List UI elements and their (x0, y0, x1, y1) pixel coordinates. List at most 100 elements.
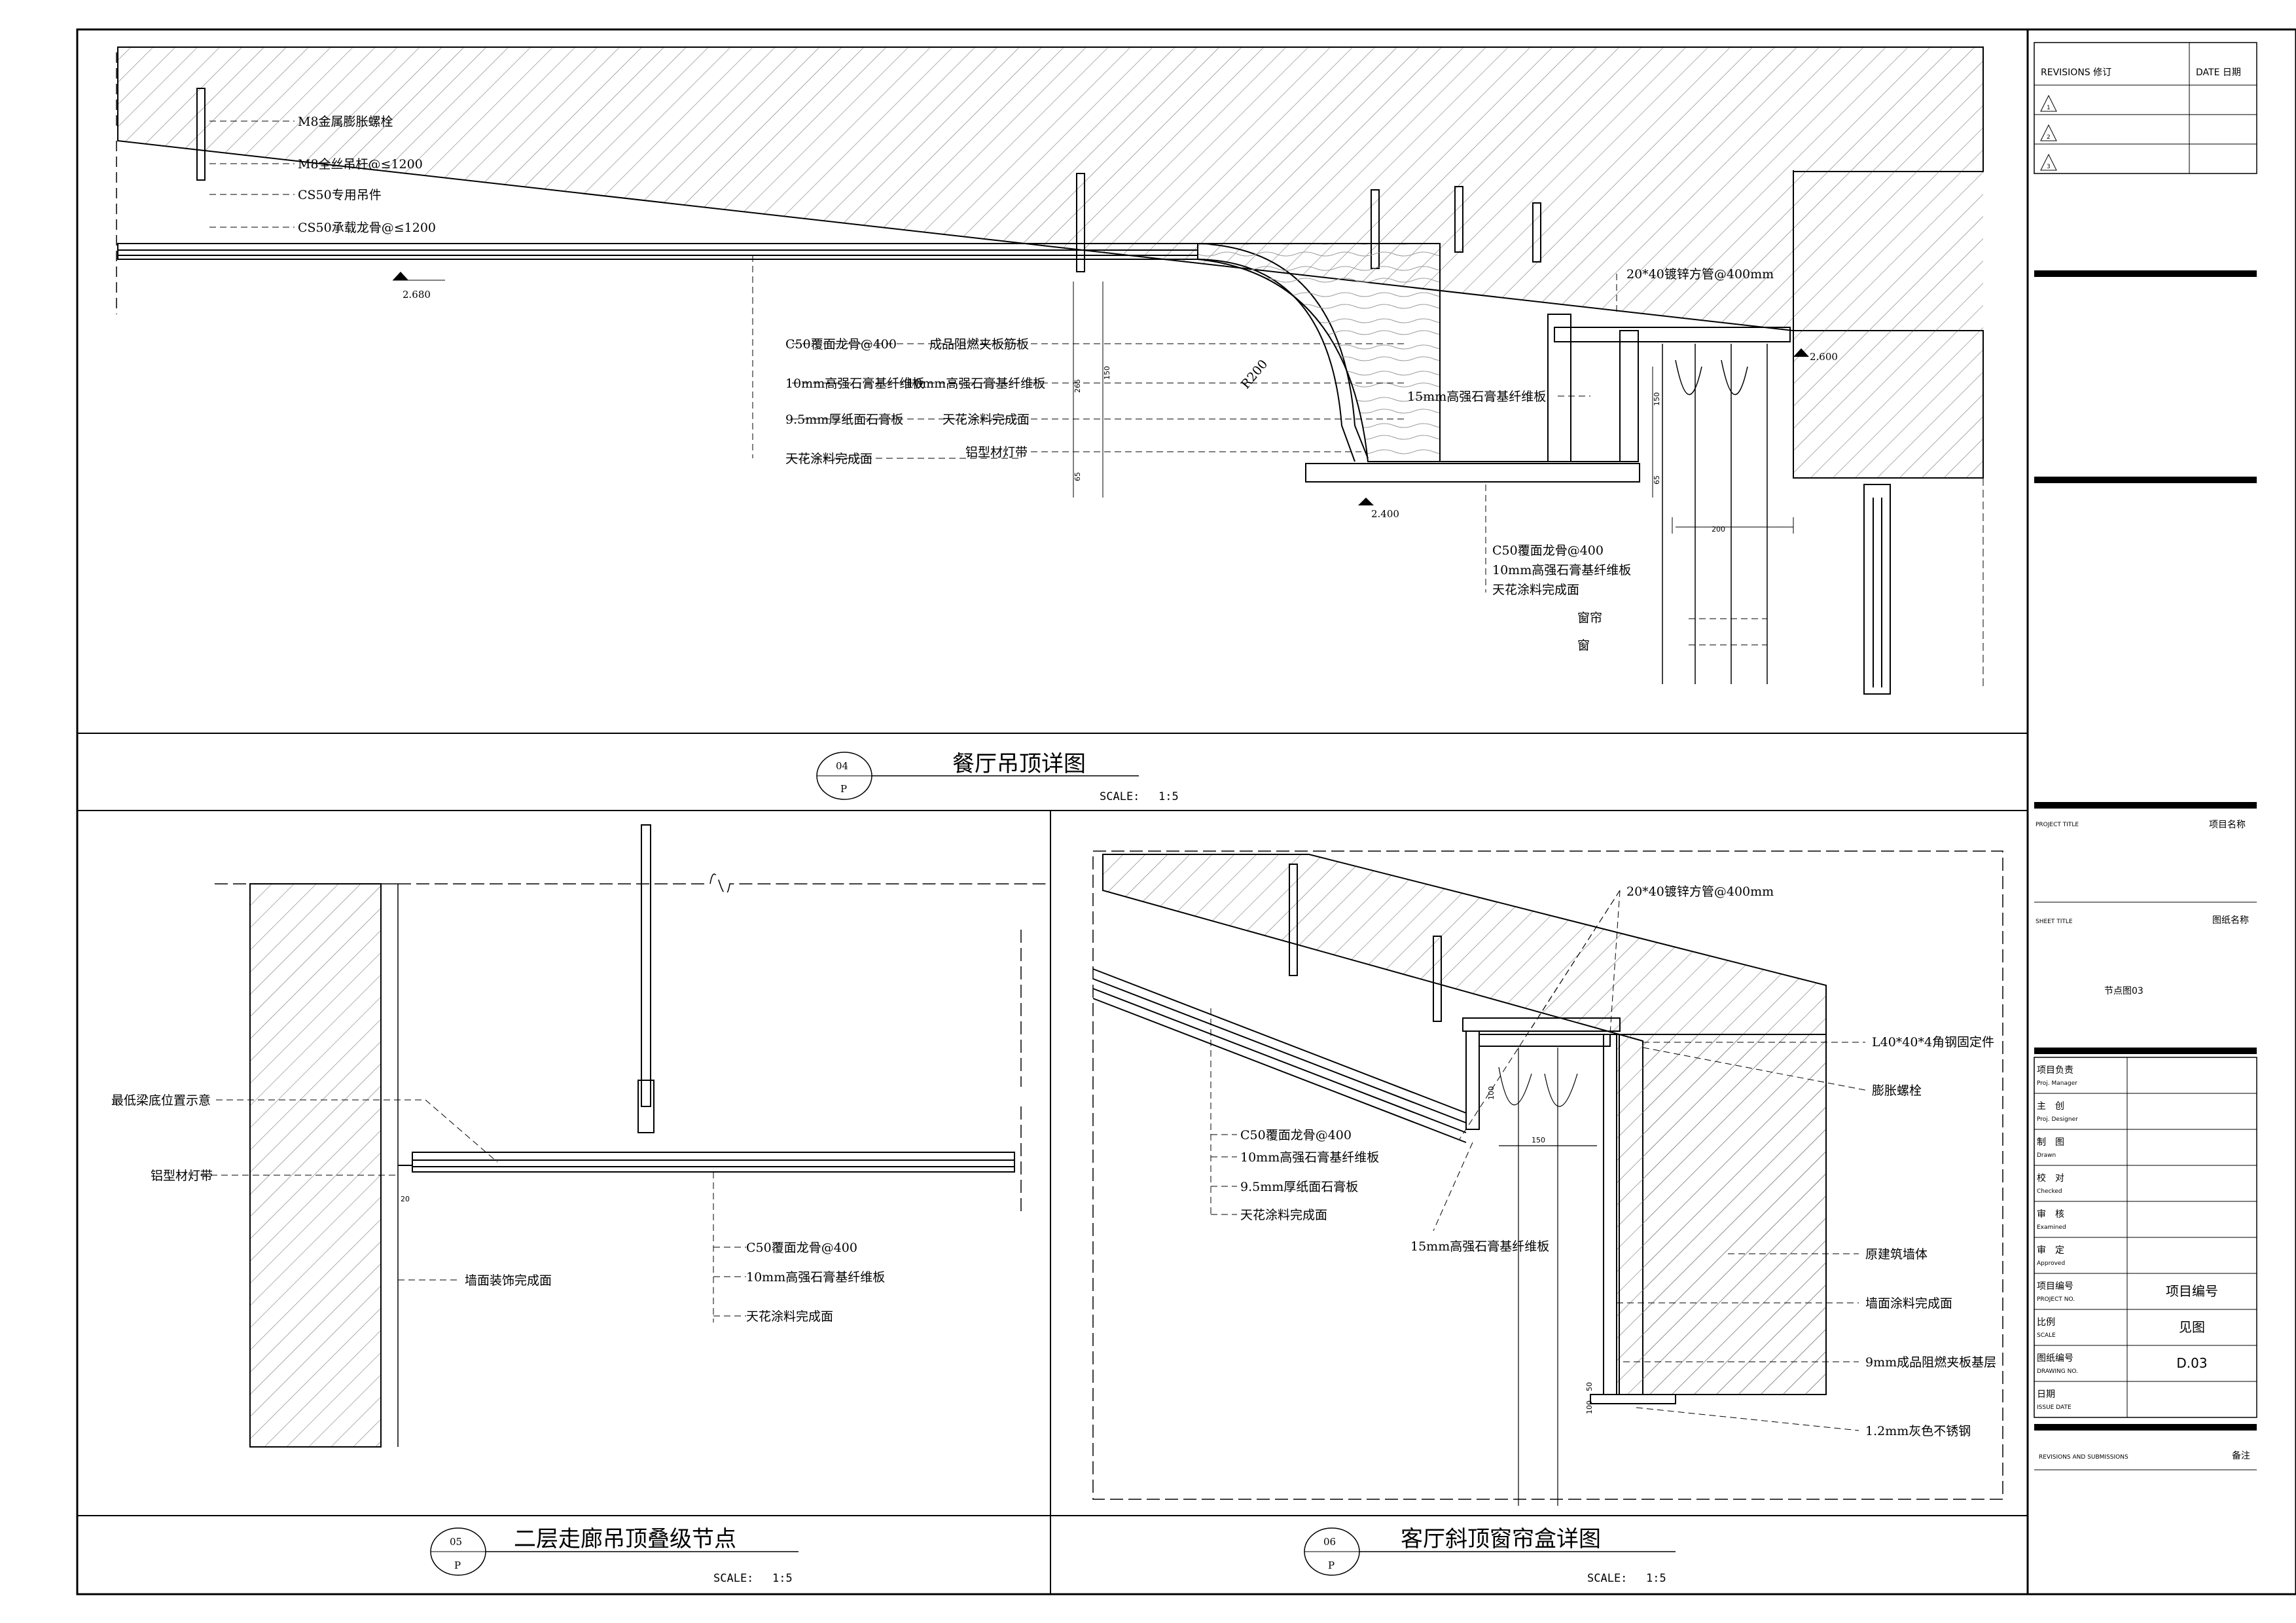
tb-row-label: 主 创 (2037, 1101, 2064, 1112)
label-orig-wall: 原建筑墙体 (1865, 1247, 1928, 1262)
tb-row-label: 项目编号 (2037, 1281, 2073, 1292)
detail-06-living-curtain-box: 150 100 50 100 20*40镀锌方管@400mm L40*40*4角… (1092, 850, 2003, 1585)
label-angle-steel: L40*40*4角钢固定件 (1872, 1035, 1994, 1049)
tb-row-label: 比例 (2037, 1317, 2055, 1328)
hatched-wall (249, 883, 382, 1448)
project-title-cn: 项目名称 (2209, 820, 2246, 830)
elevation-markers: 2.680 2.600 2.400 (393, 272, 1838, 520)
scale-label: SCALE: (713, 1572, 753, 1585)
curtain-rail (1662, 344, 1768, 684)
tb-row-label: 图纸编号 (2037, 1353, 2073, 1364)
tb-row-value: 项目编号 (2166, 1283, 2218, 1299)
sheet-name: 节点图03 (2104, 986, 2144, 996)
label-curtain: 窗帘 (1577, 611, 1602, 625)
revision-1: 1 (2047, 105, 2051, 111)
label-board95: 9.5mm厚纸面石膏板 (1240, 1179, 1358, 1194)
elev-2680: 2.680 (403, 289, 431, 301)
label-board10b: 10mm高强石膏基纤维板 (906, 376, 1045, 391)
scale-label: SCALE: (1100, 790, 1139, 803)
title-block: REVISIONS 修订 DATE 日期 1 2 3 PROJECT TITLE… (2034, 42, 2257, 1470)
label-board10: 10mm高强石膏基纤维板 (1240, 1150, 1379, 1165)
elev-2400: 2.400 (1371, 508, 1399, 520)
label-led-strip: 铝型材灯带 (151, 1169, 213, 1183)
tb-row-label-en: DRAWING NO. (2037, 1368, 2078, 1375)
dim-65-a: 65 (1073, 472, 1082, 481)
elev-2600: 2.600 (1810, 351, 1838, 363)
scale-value: 1:5 (772, 1572, 793, 1585)
scale-value: 1:5 (1158, 790, 1179, 803)
detail-06-title: 06 P 客厅斜顶窗帘盒详图 SCALE: 1:5 (1304, 1526, 1676, 1585)
label-c50-keel: C50覆面龙骨@400 (785, 337, 897, 352)
tb-row-label: 审 定 (2037, 1245, 2064, 1256)
label-board15: 15mm高强石膏基纤维板 (1407, 389, 1546, 404)
label-paint: 天花涂料完成面 (1240, 1208, 1327, 1222)
tb-row-label: 制 图 (2037, 1137, 2064, 1148)
dim-265: 265 (1073, 379, 1082, 393)
detail-sheet: P (1328, 1559, 1335, 1571)
label-c50-keel-b: C50覆面龙骨@400 (1492, 543, 1604, 558)
detail-title: 客厅斜顶窗帘盒详图 (1401, 1526, 1601, 1552)
label-hanger-rod: M8全丝吊杆@≤1200 (298, 157, 423, 172)
tb-row-label-en: Approved (2037, 1260, 2065, 1267)
scale-label: SCALE: (1587, 1572, 1627, 1585)
submissions-en: REVISIONS AND SUBMISSIONS (2039, 1454, 2128, 1461)
label-c50-keel: C50覆面龙骨@400 (1240, 1128, 1352, 1142)
dim-200: 200 (1712, 525, 1725, 534)
label-beam-bottom: 最低梁底位置示意 (111, 1093, 211, 1108)
scale-value: 1:5 (1646, 1572, 1666, 1585)
tb-row-value: D.03 (2176, 1355, 2207, 1371)
sheet-title-en: SHEET TITLE (2036, 919, 2073, 925)
revisions-header: REVISIONS 修订 (2041, 67, 2111, 78)
ceiling-boards (117, 243, 1369, 462)
detail-05-title: 05 P 二层走廊吊顶叠级节点 SCALE: 1:5 (430, 1526, 798, 1585)
sheet-frames (76, 28, 2296, 1596)
detail-number: 06 (1323, 1536, 1336, 1548)
detail-number: 05 (450, 1536, 462, 1548)
title-block-rows: 项目负责 Proj. Manager 主 创 Proj. Designer 制 图 Dra… (2034, 1065, 2257, 1411)
label-plywood9: 9mm成品阻燃夹板基层 (1865, 1355, 1996, 1370)
dim-150-b: 150 (1653, 392, 1661, 406)
label-led-strip: 铝型材灯带 (965, 445, 1028, 460)
tb-row-label: 校 对 (2037, 1173, 2064, 1184)
detail-title: 二层走廊吊顶叠级节点 (514, 1526, 736, 1552)
dim-50: 50 (1585, 1382, 1594, 1391)
label-board10: 10mm高强石膏基纤维板 (746, 1269, 885, 1285)
dim-100: 100 (1487, 1086, 1496, 1100)
detail-title: 餐厅吊顶详图 (952, 751, 1086, 777)
tb-row-label: 日期 (2037, 1389, 2055, 1400)
sheet-title-cn: 图纸名称 (2212, 915, 2249, 926)
dim-100-b: 100 (1585, 1400, 1594, 1414)
tb-row-label-en: SCALE (2037, 1332, 2056, 1339)
detail-sheet: P (454, 1559, 461, 1571)
submissions-cn: 备注 (2232, 1450, 2250, 1461)
tb-row-value: 见图 (2179, 1319, 2205, 1335)
tb-row-label-en: Drawn (2037, 1152, 2056, 1159)
curtain-box (1305, 314, 1791, 483)
detail-sheet: P (840, 783, 847, 795)
label-steel-tube: 20*40镀锌方管@400mm (1626, 267, 1774, 282)
tb-row-label-en: PROJECT NO. (2037, 1296, 2075, 1303)
dim-150: 150 (1103, 366, 1111, 380)
dim-65-b: 65 (1653, 475, 1661, 484)
tb-row-label-en: Examined (2037, 1224, 2066, 1231)
label-board10: 10mm高强石膏基纤维板 (785, 376, 924, 391)
revision-2: 2 (2047, 134, 2051, 141)
detail-04-dims (1073, 282, 1794, 534)
date-header: DATE 日期 (2196, 67, 2241, 78)
detail-05-corridor-ceiling: 20 最低梁底位置示意 铝型材灯带 C50覆面龙骨@400 10mm高强石膏基纤… (111, 824, 1047, 1585)
tb-row-label-en: Proj. Designer (2037, 1116, 2078, 1123)
tb-row-label: 审 核 (2037, 1209, 2064, 1220)
label-c50-keel: C50覆面龙骨@400 (746, 1241, 857, 1255)
tb-row-label-en: Proj. Manager (2037, 1080, 2077, 1087)
label-window: 窗 (1577, 638, 1590, 653)
tb-row-label-en: ISSUE DATE (2037, 1404, 2072, 1411)
project-title-en: PROJECT TITLE (2036, 822, 2079, 828)
label-steel12: 1.2mm灰色不锈钢 (1865, 1424, 1971, 1438)
dim-150: 150 (1532, 1136, 1545, 1144)
revision-triangles (2040, 94, 2057, 171)
label-board95: 9.5mm厚纸面石膏板 (785, 412, 903, 427)
revision-3: 3 (2047, 164, 2051, 170)
tb-row-label: 项目负责 (2037, 1065, 2073, 1076)
detail-04-dining-ceiling: 265 150 65 65 150 200 R200 2.680 2.600 2… (116, 46, 1984, 803)
